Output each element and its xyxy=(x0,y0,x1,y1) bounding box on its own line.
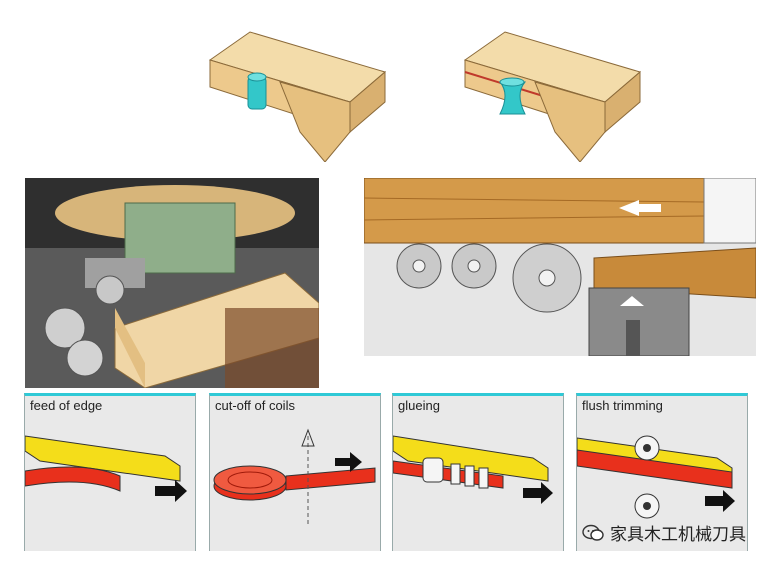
edgebander-machine-photo xyxy=(25,178,319,388)
router-board-diagram-2 xyxy=(463,31,642,162)
panel-label: feed of edge xyxy=(30,398,103,413)
panel-flush-trimming: flush trimming xyxy=(576,393,748,551)
panel-label: glueing xyxy=(398,398,440,413)
router-board-diagram-1 xyxy=(208,31,387,162)
watermark: 家具木工机械刀具 xyxy=(582,520,746,545)
panel-glueing: glueing xyxy=(392,393,564,551)
panel-label: cut-off of coils xyxy=(215,398,295,413)
panel-label: flush trimming xyxy=(582,398,663,413)
panel-cut-off-of-coils: cut-off of coils xyxy=(209,393,381,551)
flush-trimming-illustration xyxy=(577,435,735,519)
edge-feed-cross-section xyxy=(364,178,756,356)
wechat-icon xyxy=(582,524,604,541)
watermark-text: 家具木工机械刀具 xyxy=(610,525,746,545)
glueing-illustration xyxy=(393,435,553,504)
feed-of-edge-illustration xyxy=(25,435,187,502)
panel-feed-of-edge: feed of edge xyxy=(24,393,196,551)
cut-off-illustration xyxy=(213,428,376,526)
